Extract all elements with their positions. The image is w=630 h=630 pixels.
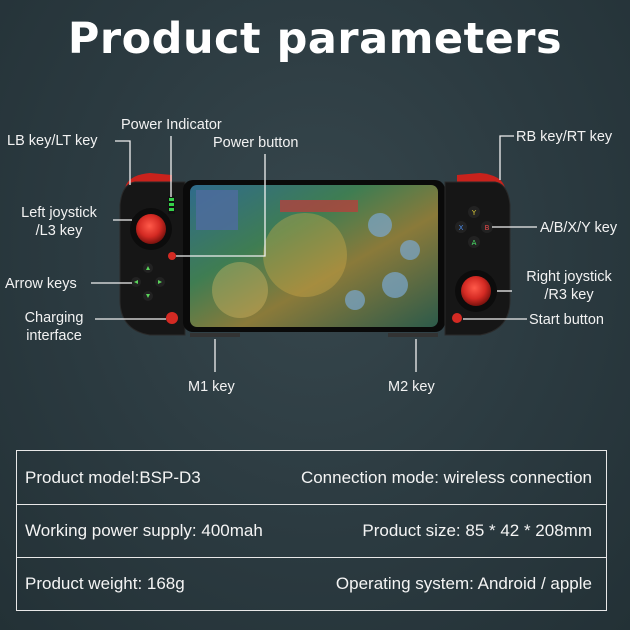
m1-key — [190, 333, 240, 337]
label-right-joystick: Right joystick /R3 key — [514, 268, 624, 304]
right-grip-body — [444, 181, 511, 336]
label-start-button: Start button — [529, 312, 604, 328]
label-lb-lt: LB key/LT key — [7, 133, 98, 149]
parameter-row: Product model:BSP-D3 Connection mode: wi… — [17, 451, 606, 505]
controller-diagram: Y X B A — [91, 135, 537, 372]
label-power-button: Power button — [213, 135, 299, 151]
y-button — [468, 206, 480, 218]
left-grip-body — [119, 181, 186, 336]
power-button-leader — [176, 154, 266, 257]
b-button — [481, 221, 493, 233]
svg-text:A: A — [472, 239, 477, 247]
product-weight: Product weight: 168g — [25, 574, 185, 593]
power-button-dot — [168, 252, 176, 260]
label-left-joystick-line1: Left joystick — [21, 205, 97, 221]
product-model: Product model:BSP-D3 — [25, 468, 201, 487]
label-rb-rt: RB key/RT key — [516, 129, 613, 145]
parameter-row: Working power supply: 400mah Product siz… — [17, 504, 606, 558]
svg-text:X: X — [459, 224, 464, 232]
label-right-joystick-line1: Right joystick — [526, 269, 612, 285]
parameter-row: Product weight: 168g Operating system: A… — [17, 557, 606, 610]
callout-lines — [91, 135, 537, 372]
svg-text:B: B — [485, 224, 490, 232]
label-power-indicator: Power Indicator — [121, 117, 222, 133]
label-m1-key: M1 key — [188, 379, 235, 395]
x-button — [455, 221, 467, 233]
start-button-dot — [452, 313, 462, 323]
working-power-supply: Working power supply: 400mah — [25, 521, 263, 540]
charging-port — [166, 312, 178, 324]
left-grip — [119, 173, 186, 336]
svg-text:Y: Y — [471, 209, 477, 217]
label-charging-line2: interface — [26, 328, 82, 344]
m2-key — [388, 333, 438, 337]
label-charging-line1: Charging — [24, 310, 84, 326]
label-left-joystick: Left joystick /L3 key — [9, 204, 109, 240]
label-right-joystick-line2: /R3 key — [544, 287, 594, 303]
lb-leader — [115, 140, 131, 185]
label-arrow-keys: Arrow keys — [5, 276, 77, 292]
label-m2-key: M2 key — [388, 379, 435, 395]
label-left-joystick-line2: /L3 key — [35, 223, 83, 239]
label-charging-interface: Charging interface — [14, 309, 94, 345]
parameters-table: Product model:BSP-D3 Connection mode: wi… — [16, 450, 607, 611]
right-grip: Y X B A — [444, 173, 511, 336]
rb-leader — [499, 135, 514, 180]
a-button — [468, 236, 480, 248]
page-title: Product parameters — [67, 14, 563, 64]
connection-mode: Connection mode: wireless connection — [300, 468, 592, 487]
phone — [183, 180, 445, 332]
label-abxy: A/B/X/Y key — [540, 220, 618, 236]
operating-system: Operating system: Android / apple — [335, 574, 592, 593]
product-size: Product size: 85 * 42 * 208mm — [362, 521, 592, 540]
